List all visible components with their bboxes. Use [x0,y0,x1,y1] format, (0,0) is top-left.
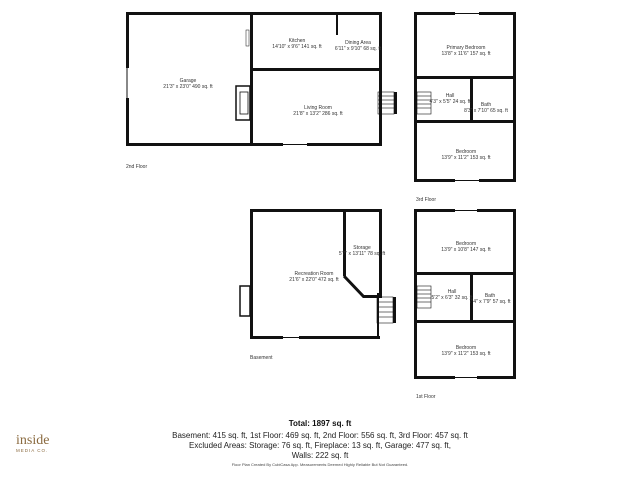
room-dims-kitchen: 14'10" x 9'6" 141 sq. ft [272,44,322,50]
room-name-hall-third: Hall [446,93,455,99]
room-dims-hall-first: 5'2" x 6'3" 32 sq. ft [431,295,473,301]
room-dims-living-room: 21'8" x 13'2" 286 sq. ft [293,111,343,117]
room-dims-bedroom-third: 13'9" x 11'2" 153 sq. ft [441,155,491,161]
room-dims-hall-third: 4'3" x 5'5" 24 sq. ft [429,99,471,105]
walls-area: Walls: 222 sq. ft [291,451,349,460]
third-floor-plan: Primary Bedroom 13'8" x 11'6" 157 sq. ft… [414,12,516,203]
room-name-hall-first: Hall [448,289,457,295]
floor-plan: Garage 21'3" x 23'0" 490 sq. ft Kitchen … [126,12,516,400]
room-dims-recreation-room: 21'6" x 22'0" 472 sq. ft [289,277,339,283]
room-dims-primary-bedroom: 13'8" x 11'6" 157 sq. ft [441,51,491,57]
floor-label-second: 2nd Floor [126,164,147,170]
first-floor-plan: Bedroom 13'9" x 10'8" 147 sq. ft Hall 5'… [414,209,516,400]
basement-plan: Storage 5'7" x 13'11" 78 sq. ft Recreati… [239,209,396,361]
room-name-dining-area: Dining Area [345,40,371,46]
room-name-bedroom-first-a: Bedroom [456,241,476,247]
room-dims-bath-third: 8'3" x 7'10" 65 sq. ft [464,108,508,114]
room-dims-bedroom-first-b: 13'9" x 11'2" 153 sq. ft [441,351,491,357]
company-logo: inside MEDIA CO. [16,433,86,454]
room-dims-garage: 21'3" x 23'0" 490 sq. ft [163,84,213,90]
excluded-areas: Excluded Areas: Storage: 76 sq. ft, Fire… [189,441,451,450]
second-floor-plan: Garage 21'3" x 23'0" 490 sq. ft Kitchen … [126,12,397,170]
floor-label-first: 1st Floor [416,394,436,400]
room-dims-storage: 5'7" x 13'11" 78 sq. ft [339,251,386,257]
room-dims-bath-first: 7'4" x 7'9" 57 sq. ft [469,299,511,305]
floor-label-third: 3rd Floor [416,197,436,203]
room-name-bath-third: Bath [481,102,492,108]
room-name-kitchen: Kitchen [289,38,306,44]
logo-wordmark: inside [16,433,50,448]
room-name-bedroom-first-b: Bedroom [456,345,476,351]
room-name-garage: Garage [180,78,197,84]
floor-label-basement: Basement [250,355,273,361]
room-name-primary-bedroom: Primary Bedroom [447,45,486,51]
floor-area-breakdown: Basement: 415 sq. ft, 1st Floor: 469 sq.… [172,431,468,440]
room-name-recreation-room: Recreation Room [295,271,334,277]
total-area: Total: 1897 sq. ft [288,419,352,428]
room-name-storage: Storage [353,245,371,251]
disclaimer: Floor Plan Created By CubiCasa App. Meas… [231,462,409,467]
room-name-living-room: Living Room [304,105,332,111]
logo-subtitle: MEDIA CO. [16,448,49,453]
room-name-bedroom-third: Bedroom [456,149,476,155]
room-dims-dining-area: 6'11" x 9'10" 68 sq. ft [335,46,382,52]
room-name-bath-first: Bath [485,293,496,299]
room-dims-bedroom-first-a: 13'9" x 10'8" 147 sq. ft [441,247,491,253]
